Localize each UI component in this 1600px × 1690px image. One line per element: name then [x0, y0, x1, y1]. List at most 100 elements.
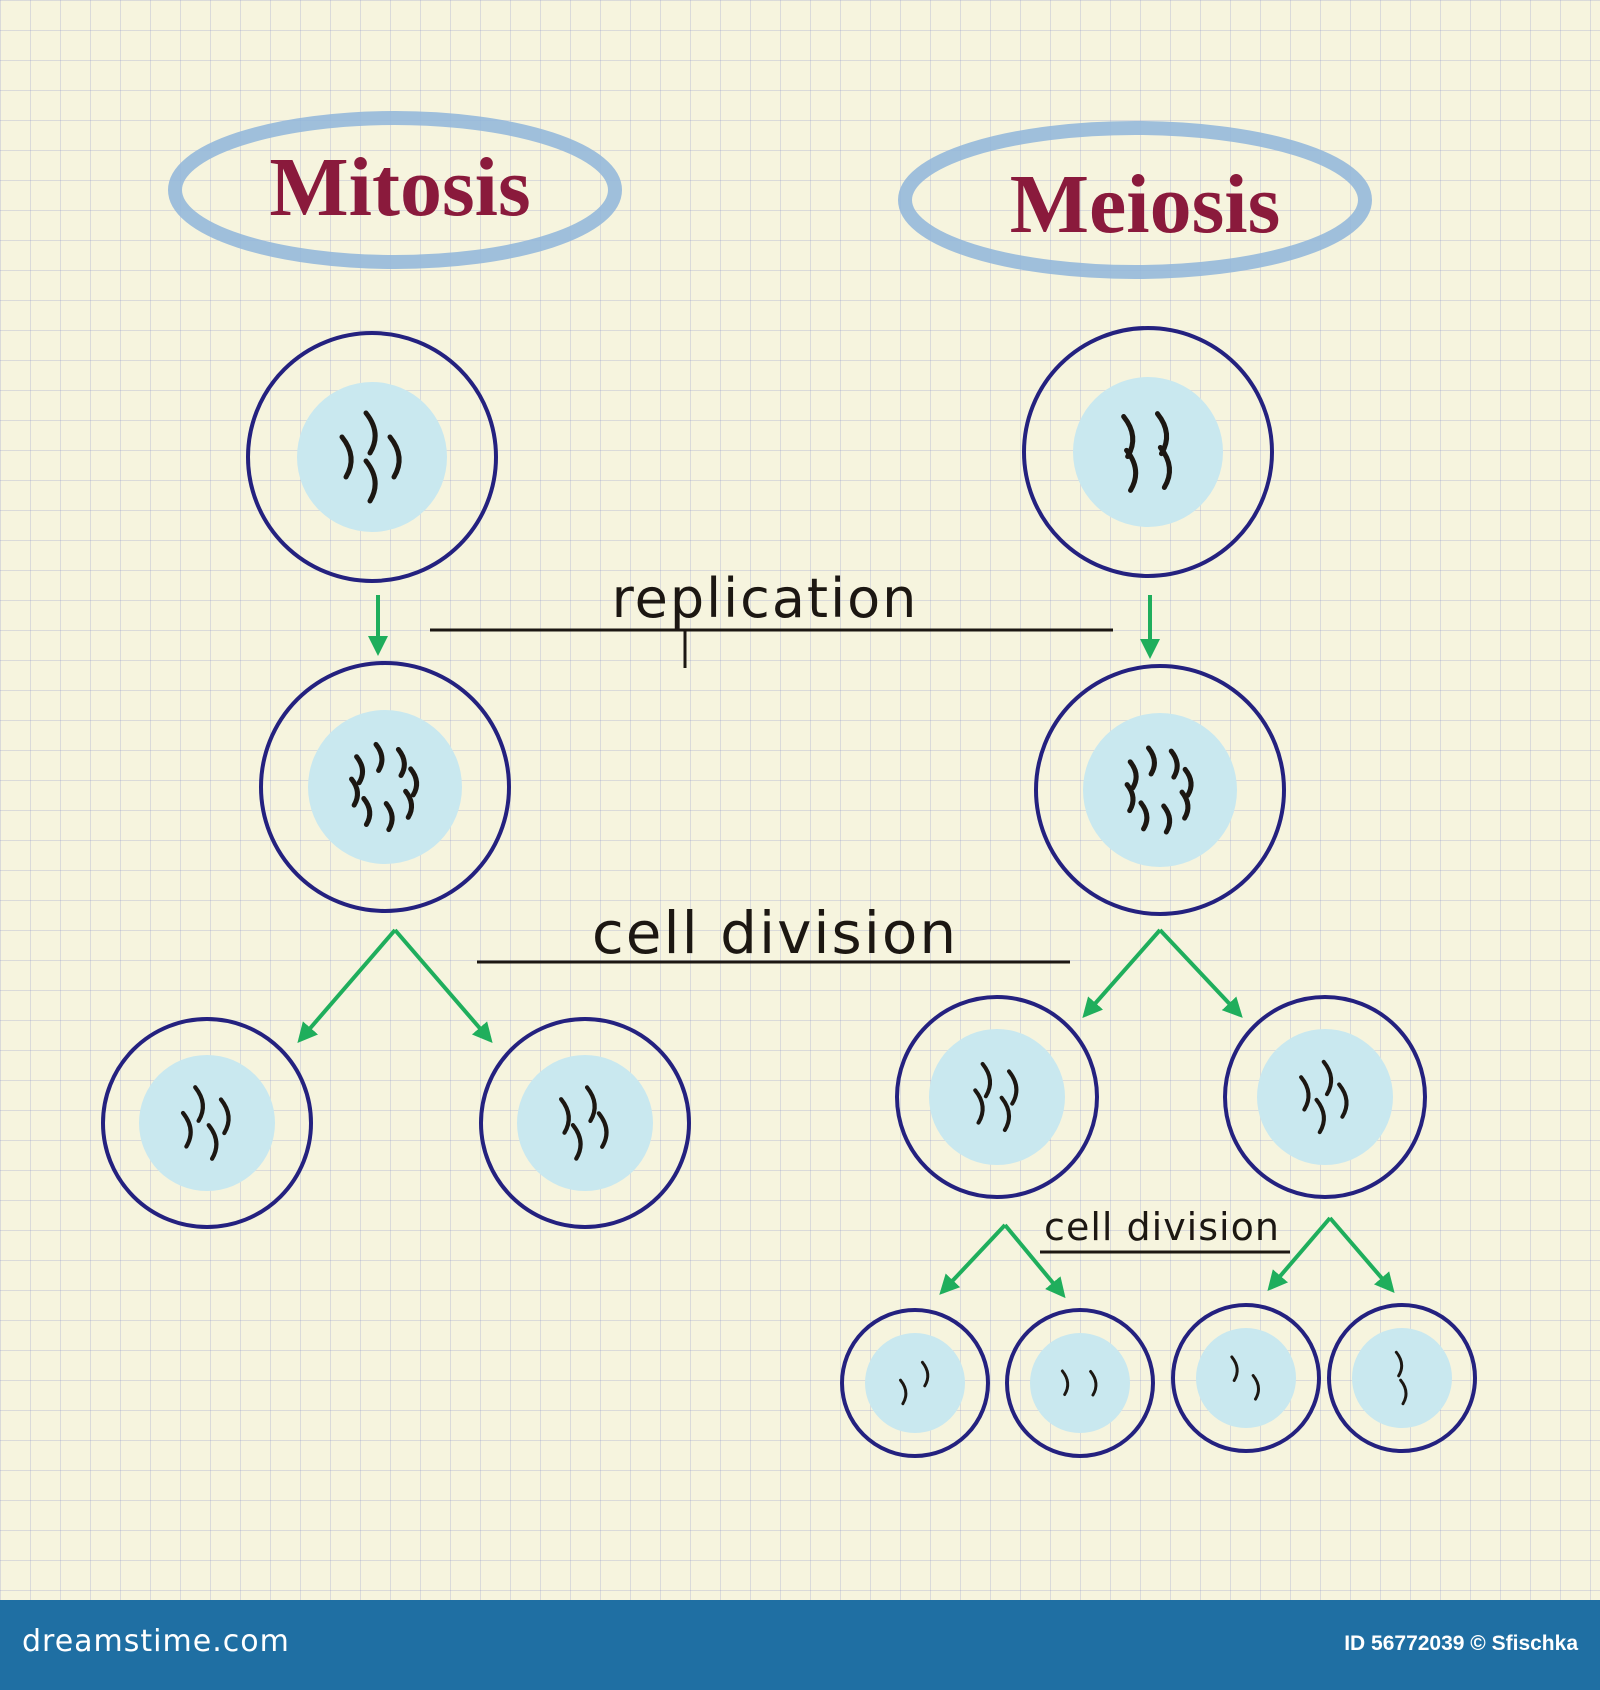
chromosome-icon — [1007, 1069, 1019, 1106]
meiosis-division-arrow-right — [1158, 928, 1243, 1018]
diagram-canvas: Mitosis Meiosis replication cell divisio… — [101, 111, 1477, 1458]
nucleus-icon — [1352, 1328, 1452, 1428]
nucleus-icon — [1257, 1029, 1393, 1165]
chromosome-icon — [1314, 1097, 1326, 1135]
cell-division-label: cell division — [592, 899, 958, 967]
chromosome-icon — [395, 746, 407, 778]
meiosis-division-arrow-left — [1082, 928, 1162, 1018]
meiosis-first-daughter-cell-2 — [1223, 995, 1427, 1199]
chromosome-icon — [973, 1088, 985, 1125]
arrows-layer — [297, 595, 1395, 1299]
chromosome-icon — [1399, 1378, 1408, 1406]
nucleus-icon — [1030, 1333, 1130, 1433]
mitosis-title-oval — [168, 111, 622, 269]
chromosome-icon — [193, 1085, 205, 1123]
chromosome-icon — [570, 1122, 583, 1161]
chromosome-icon — [1182, 766, 1194, 798]
footer-logo[interactable]: dreamstime.com — [22, 1624, 290, 1659]
cell-icon — [259, 661, 511, 913]
chromosome-icon — [363, 410, 378, 456]
chromosome-icon — [1060, 1369, 1070, 1397]
cell-division-second-label: cell division — [1044, 1205, 1280, 1249]
chromosome-icon — [1321, 1059, 1334, 1097]
meiosis-replicated-cell — [1034, 664, 1286, 916]
replication-label: replication — [612, 567, 919, 630]
cell-icon — [840, 1308, 990, 1458]
nucleus-icon — [139, 1055, 275, 1191]
chromosome-icon — [218, 1097, 231, 1136]
cell-icon — [1022, 326, 1274, 578]
chromosome-icon — [363, 458, 378, 504]
chromosome-icon — [1121, 414, 1136, 460]
chromosome-icon — [180, 1110, 193, 1149]
mitosis-division-arrow-right — [393, 928, 493, 1044]
mitosis-daughter-cell-1 — [101, 1017, 313, 1229]
chromosome-icon — [1168, 748, 1180, 780]
label-lines — [430, 628, 1290, 1254]
chromosome-icon — [1337, 1082, 1349, 1119]
chromosome-icon — [354, 754, 365, 786]
chromosome-icon — [559, 1097, 571, 1135]
chromosome-icon — [408, 766, 420, 798]
chromosome-icon — [1138, 800, 1150, 832]
chromosome-icon — [1154, 411, 1170, 457]
cell-icon — [1034, 664, 1286, 916]
chromosome-icon — [980, 1061, 992, 1099]
meiosis-gamete-cell-4 — [1327, 1303, 1477, 1453]
mitosis-parent-cell — [246, 331, 498, 583]
chromosome-icon — [1251, 1374, 1260, 1401]
mitosis-title-group: Mitosis — [168, 111, 622, 269]
chromosome-icon — [1161, 803, 1173, 835]
cell-icon — [246, 331, 498, 583]
chromosome-icon — [383, 801, 395, 833]
chromosome-icon — [596, 1111, 609, 1149]
meiosis-title-group: Meiosis — [898, 121, 1372, 279]
meiosis-first-daughter-cell-1 — [895, 995, 1099, 1199]
meiosis-gamete-cell-1 — [840, 1308, 990, 1458]
nucleus-icon — [929, 1029, 1065, 1165]
mitosis-replicated-cell — [259, 661, 511, 913]
meiosis-gamete-cell-3 — [1171, 1303, 1321, 1453]
cell-icon — [895, 995, 1099, 1199]
mitosis-division-arrow-left — [297, 928, 397, 1044]
meiosis-title: Meiosis — [1010, 158, 1281, 251]
nucleus-icon — [1073, 377, 1223, 527]
cell-icon — [1327, 1303, 1477, 1453]
meiosis-second-arrow-2 — [1003, 1223, 1066, 1299]
chromosome-icon — [361, 796, 373, 828]
cell-icon — [1171, 1303, 1321, 1453]
chromosome-icon — [1230, 1355, 1239, 1382]
meiosis-title-oval — [898, 121, 1372, 279]
nucleus-icon — [308, 710, 462, 864]
cell-icon — [101, 1017, 313, 1229]
nucleus-icon — [517, 1055, 653, 1191]
chromosome-icon — [206, 1123, 219, 1161]
chromosome-icon — [1179, 789, 1191, 821]
meiosis-gamete-cell-2 — [1005, 1308, 1155, 1458]
chromosome-icon — [1124, 782, 1136, 814]
meiosis-second-arrow-3 — [1267, 1216, 1332, 1292]
chromosome-icon — [349, 776, 360, 808]
chromosome-icon — [387, 434, 402, 480]
mitosis-title: Mitosis — [269, 141, 530, 234]
mitosis-daughter-cell-2 — [479, 1017, 691, 1229]
chromosome-icon — [373, 741, 385, 773]
nucleus-icon — [297, 382, 447, 532]
chromosome-icon — [1394, 1350, 1404, 1378]
nucleus-icon — [865, 1333, 965, 1433]
chromosome-icon — [1089, 1369, 1098, 1397]
footer-image-id: ID 56772039 © Sfischka — [1344, 1632, 1578, 1655]
chromosome-icon — [1299, 1075, 1311, 1112]
chromosome-icon — [584, 1085, 597, 1124]
meiosis-second-arrow-1 — [939, 1223, 1007, 1295]
chromosome-icon — [999, 1095, 1011, 1133]
chromosome-icon — [899, 1378, 908, 1406]
cell-icon — [1223, 995, 1427, 1199]
cells-layer — [101, 326, 1477, 1458]
nucleus-icon — [1196, 1328, 1296, 1428]
meiosis-parent-cell — [1022, 326, 1274, 578]
chromosome-icon — [1146, 745, 1157, 777]
chromosome-icon — [920, 1360, 930, 1388]
cell-icon — [1005, 1308, 1155, 1458]
chromosome-icon — [1127, 759, 1139, 791]
